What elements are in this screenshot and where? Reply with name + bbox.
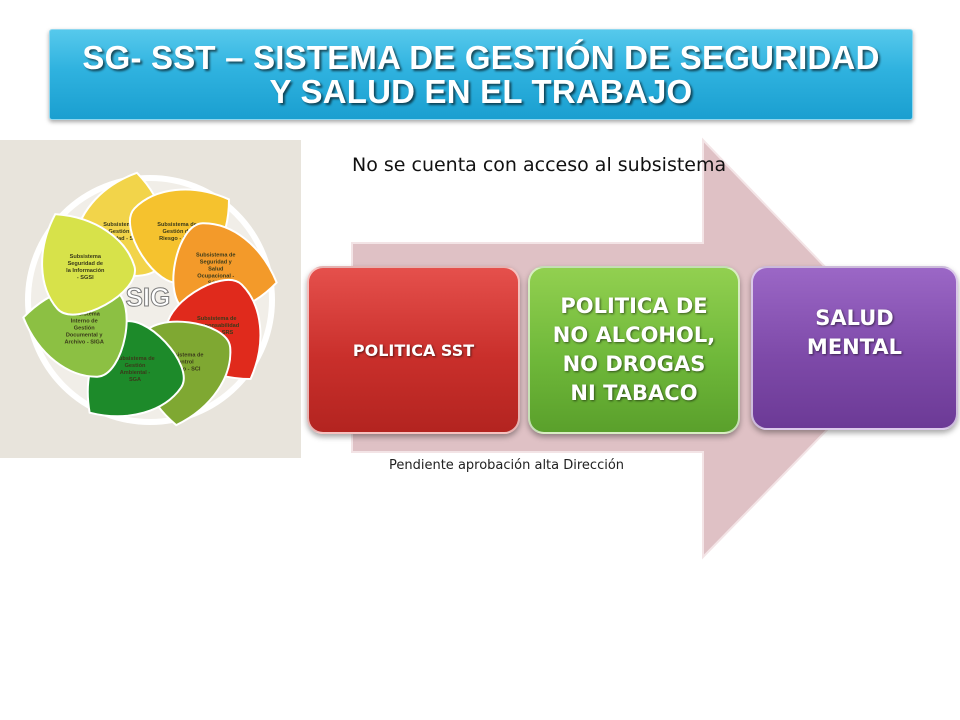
box-salud-mental: SALUD MENTAL bbox=[751, 266, 958, 430]
note-pending-approval: Pendiente aprobación alta Dirección bbox=[389, 458, 625, 473]
box-politica-no-alcohol: POLITICA DE NO ALCOHOL, NO DROGAS NI TAB… bbox=[528, 266, 740, 434]
box-politica-no-alcohol-label: POLITICA DE NO ALCOHOL, NO DROGAS NI TAB… bbox=[552, 294, 716, 405]
note-no-access: No se cuenta con acceso al subsistema bbox=[352, 154, 727, 176]
box-salud-mental-label: SALUD MENTAL bbox=[806, 306, 903, 359]
sig-petal bbox=[41, 213, 136, 316]
box-politica-sst-label: POLITICA SST bbox=[352, 340, 475, 360]
title-banner: SG- SST – SISTEMA DE GESTIÓN DE SEGURIDA… bbox=[49, 29, 913, 120]
sig-petal-shape bbox=[41, 213, 136, 316]
page-title: SG- SST – SISTEMA DE GESTIÓN DE SEGURIDA… bbox=[82, 38, 880, 110]
sig-center-label: SIG bbox=[126, 282, 171, 312]
box-politica-sst: POLITICA SST bbox=[307, 266, 520, 434]
